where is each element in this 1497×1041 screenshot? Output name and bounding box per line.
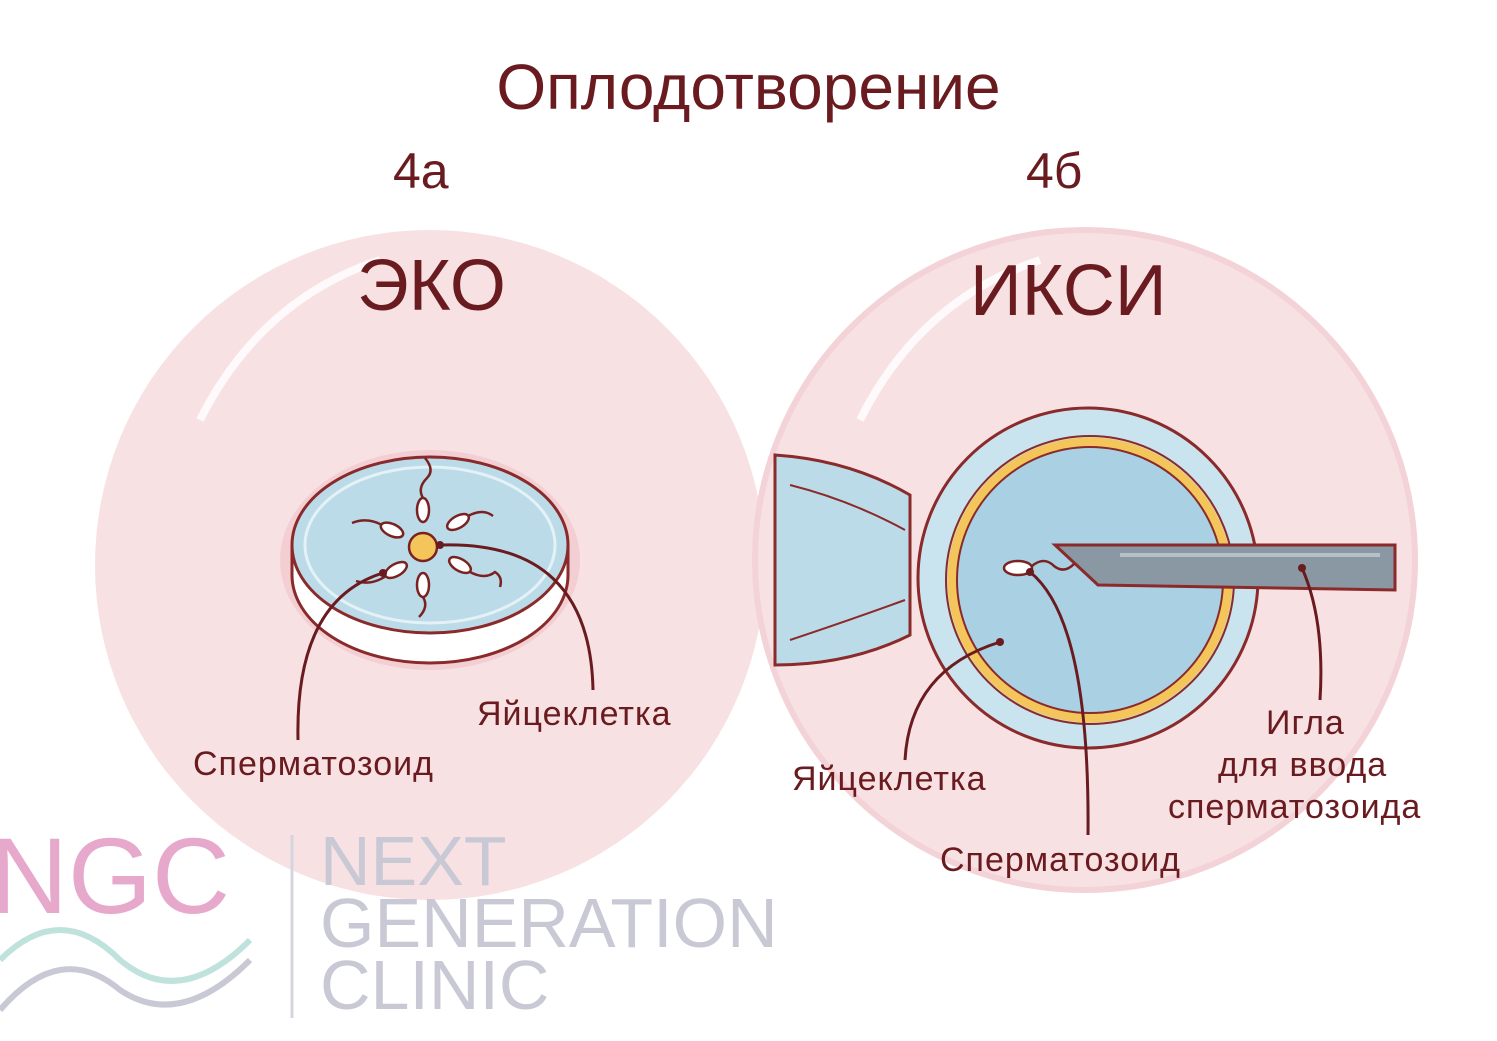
logo-line-1: NEXT <box>320 822 507 900</box>
logo-line-2: GENERATION <box>320 884 778 962</box>
label-needle-3: сперматозоида <box>1168 788 1422 826</box>
sperm-cells-icon <box>351 457 503 618</box>
label-egg-left: Яйцеклетка <box>477 695 672 733</box>
badge-4b: 4б <box>1026 143 1083 199</box>
logo-dna-icon <box>0 927 253 1012</box>
logo-mark: NGC <box>0 815 230 936</box>
holding-pipette-icon <box>773 453 912 667</box>
label-needle-2: для ввода <box>1218 746 1388 784</box>
injection-needle-icon <box>1051 543 1397 592</box>
sperm-pointer-right <box>1029 570 1090 836</box>
needle-pointer <box>1300 567 1323 701</box>
badge-4a: 4а <box>393 143 449 199</box>
logo-text: NEXT GENERATION CLINIC <box>320 822 778 1024</box>
egg-pointer-left <box>439 543 595 691</box>
logo-line-3: CLINIC <box>320 946 550 1024</box>
egg-pointer-right <box>903 640 1001 761</box>
sperm-icon-right <box>1002 559 1034 577</box>
method-icsi: ИКСИ <box>970 251 1167 331</box>
label-egg-right: Яйцеклетка <box>792 760 987 798</box>
badge-4a-bg <box>372 117 482 227</box>
badge-4b-bg <box>1007 117 1117 227</box>
page-title: Оплодотворение <box>496 51 1001 123</box>
label-needle-1: Игла <box>1266 704 1345 742</box>
label-sperm-left: Сперматозоид <box>193 745 434 783</box>
sperm-pointer-left <box>296 571 384 741</box>
egg-icon <box>407 531 439 563</box>
method-eko: ЭКО <box>357 246 506 326</box>
label-sperm-right: Сперматозоид <box>940 841 1181 879</box>
